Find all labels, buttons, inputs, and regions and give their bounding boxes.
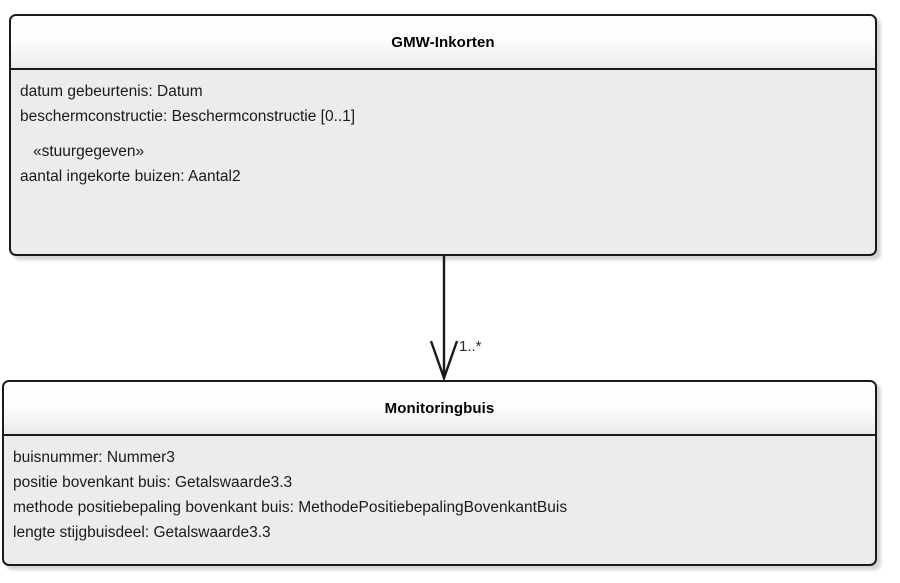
class-attribute: methode positiebepaling bovenkant buis: … (13, 499, 568, 516)
class-title-gmw-inkorten: GMW-Inkorten (391, 33, 495, 51)
class-attribute: beschermconstructie: Beschermconstructie… (20, 108, 356, 125)
class-attribute: buisnummer: Nummer3 (13, 449, 175, 466)
uml-class-gmw-inkorten[interactable]: GMW-Inkorten datum gebeurtenis: Datum be… (9, 14, 877, 256)
class-attribute: datum gebeurtenis: Datum (20, 83, 203, 100)
class-attribute: aantal ingekorte buizen: Aantal2 (20, 168, 241, 185)
class-attributes-gmw-inkorten: datum gebeurtenis: Datum beschermconstru… (11, 70, 875, 195)
multiplicity-label-target: 1..* (459, 338, 482, 355)
class-header-gmw-inkorten: GMW-Inkorten (11, 16, 875, 70)
uml-class-monitoringbuis[interactable]: Monitoringbuis buisnummer: Nummer3 posit… (2, 380, 877, 566)
class-header-monitoringbuis: Monitoringbuis (4, 382, 875, 436)
class-title-monitoringbuis: Monitoringbuis (384, 399, 495, 417)
open-arrowhead-icon (429, 340, 459, 382)
class-attribute: positie bovenkant buis: Getalswaarde3.3 (13, 474, 293, 491)
class-attributes-monitoringbuis: buisnummer: Nummer3 positie bovenkant bu… (4, 436, 875, 551)
class-stereotype-label: «stuurgegeven» (33, 143, 145, 160)
class-attribute: lengte stijgbuisdeel: Getalswaarde3.3 (13, 524, 271, 541)
